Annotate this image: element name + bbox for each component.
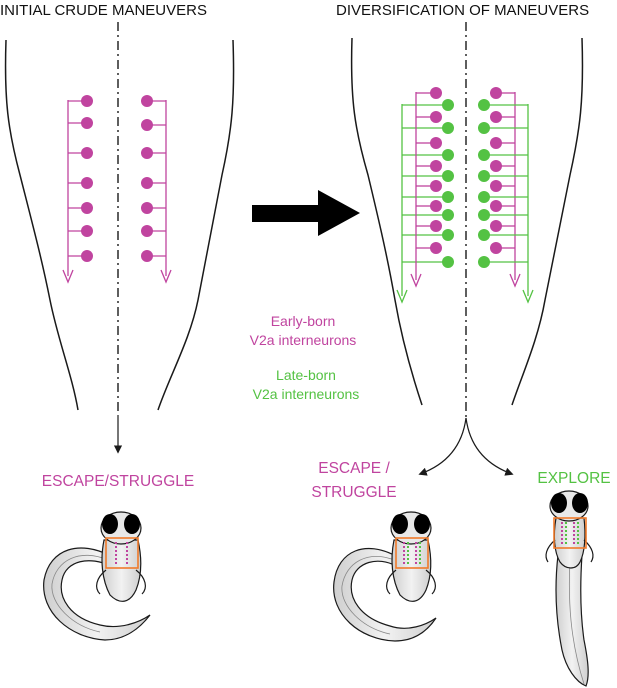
neuron-column-right-a-late [396, 99, 454, 304]
title-right: DIVERSIFICATION OF MANEUVERS [336, 2, 589, 19]
larva-spinal-box [395, 537, 429, 569]
spinal-cord-left-outline-right [157, 39, 235, 411]
larva-tail [43, 547, 151, 641]
larva-eye-left [102, 514, 118, 534]
legend-late-line1: Late-born [276, 367, 336, 383]
behavior-escape-right-line1: ESCAPE / [318, 460, 390, 477]
larva-spinal-box [105, 537, 139, 569]
neuron-column-right-a-early [410, 87, 442, 288]
larva-eye-right [414, 514, 430, 534]
legend-early-line1: Early-born [271, 313, 336, 329]
development-arrow [252, 190, 360, 236]
larva-body [391, 539, 432, 602]
neuron-column-right-b-early [490, 87, 521, 288]
arrow-to-explore [465, 417, 514, 476]
behavior-escape-right-line2: STRUGGLE [311, 484, 396, 501]
larva-escape-left [43, 511, 151, 641]
neuron-column-left-a [62, 95, 93, 284]
behavior-explore: EXPLORE [537, 470, 610, 487]
larva-escape-right [333, 511, 437, 642]
larva-body [553, 517, 586, 569]
title-left: INITIAL CRUDE MANEUVERS [0, 2, 207, 19]
larva-body [101, 539, 142, 602]
spinal-cord-left-outline-left [4, 39, 79, 411]
neuron-column-right-b-late [478, 99, 534, 304]
behavior-escape-left: ESCAPE/STRUGGLE [42, 473, 194, 490]
spinal-cord-right-outline-left [350, 37, 423, 406]
legend-early-line2: V2a interneurons [250, 332, 357, 348]
larva-explore [545, 490, 594, 687]
larva-tail [333, 547, 437, 642]
spinal-cord-left [4, 22, 235, 454]
spinal-cord-right-outline-right [511, 37, 584, 406]
larva-eye-left [551, 493, 567, 513]
larva-eye-left [392, 514, 408, 534]
larva-eye-right [124, 514, 140, 534]
larva-spinal-box [553, 517, 587, 549]
larva-tail [555, 554, 589, 687]
legend-late-line2: V2a interneurons [253, 386, 360, 402]
larva-eye-right [572, 493, 588, 513]
neuron-column-left-b [141, 95, 172, 284]
spinal-cord-right [350, 22, 584, 476]
arrow-to-escape-right [418, 417, 467, 476]
